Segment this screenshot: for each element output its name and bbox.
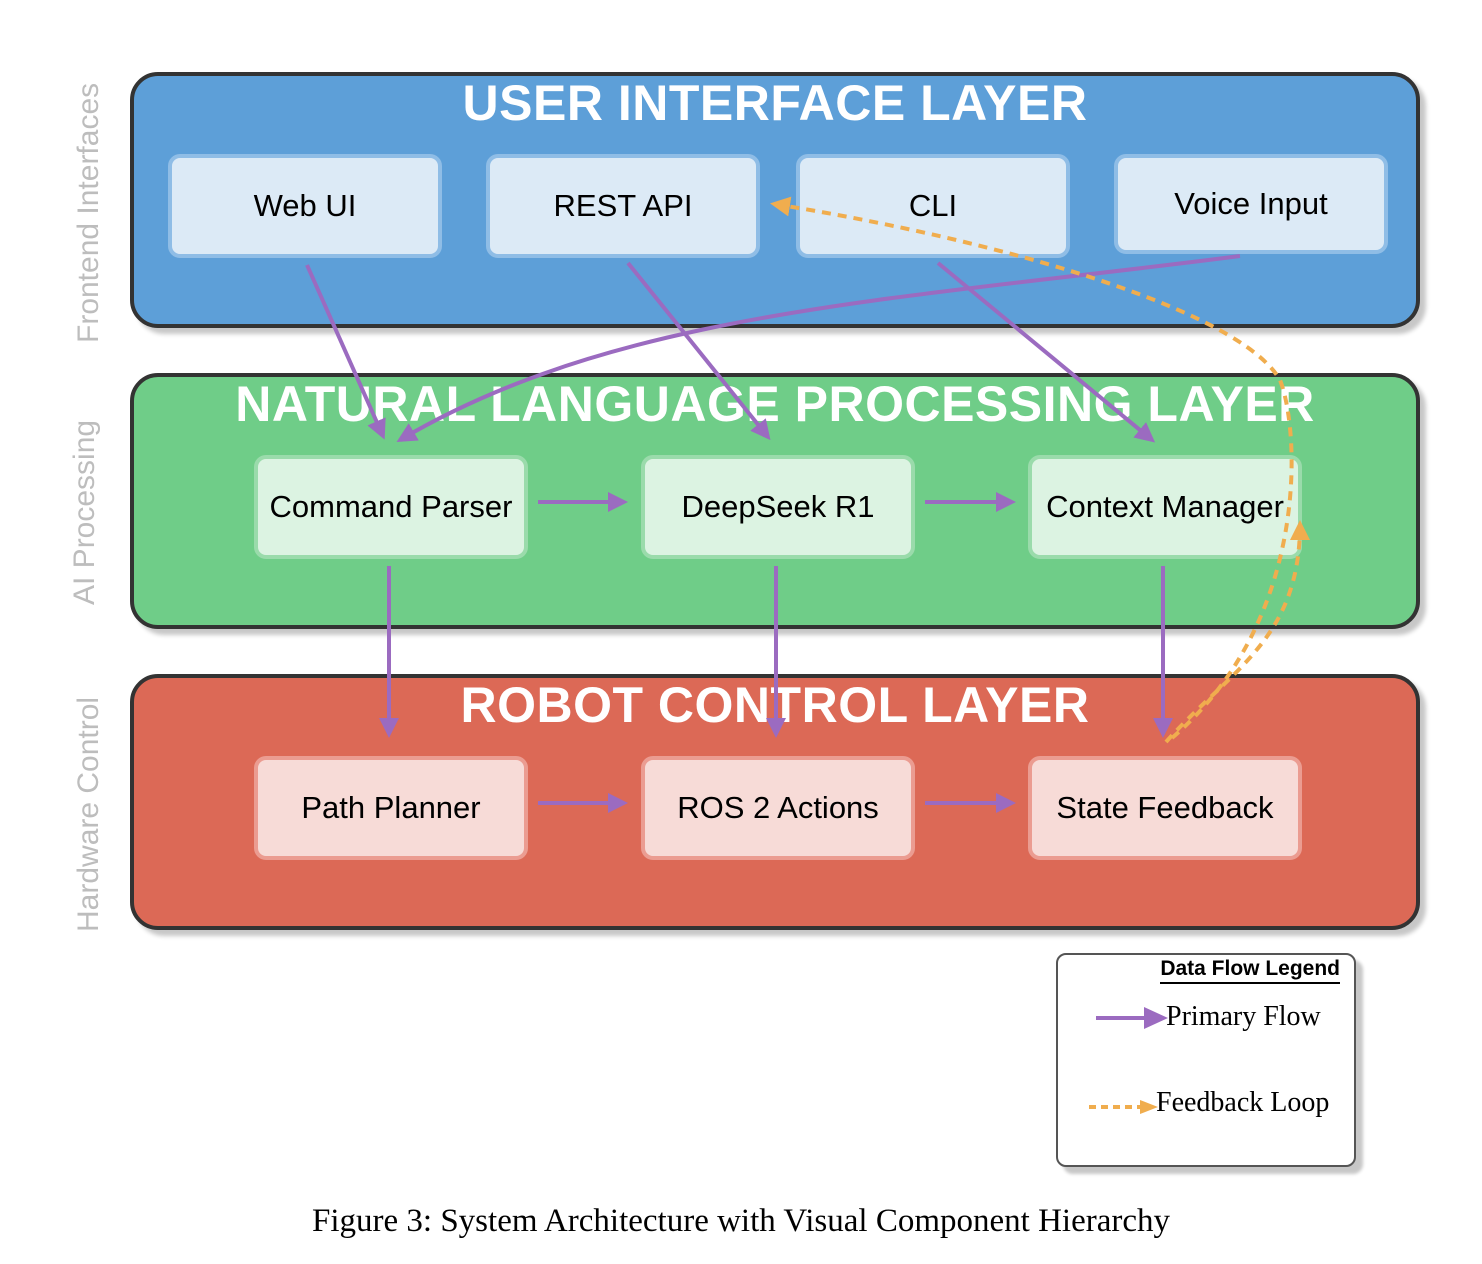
node-label: REST API [553, 188, 693, 223]
figure-caption: Figure 3: System Architecture with Visua… [312, 1203, 1170, 1239]
node-label: Web UI [253, 188, 357, 223]
node-ros2-actions: ROS 2 Actions [641, 756, 915, 860]
layer-title: USER INTERFACE LAYER [462, 75, 1088, 131]
node-cli: CLI [796, 154, 1070, 258]
layer-title: ROBOT CONTROL LAYER [460, 677, 1090, 733]
node-web-ui: Web UI [168, 154, 442, 258]
node-context-manager: Context Manager [1028, 455, 1302, 559]
side-label-hardware: Hardware Control [72, 696, 105, 932]
node-voice-input: Voice Input [1114, 154, 1388, 254]
node-label: Path Planner [301, 790, 481, 825]
layer-title: NATURAL LANGUAGE PROCESSING LAYER [235, 376, 1315, 432]
legend-feedback-label: Feedback Loop [1156, 1087, 1330, 1118]
legend-primary-label: Primary Flow [1166, 1001, 1321, 1032]
legend-title: Data Flow Legend [1160, 957, 1340, 984]
node-label: Voice Input [1174, 186, 1328, 221]
node-label: Context Manager [1046, 489, 1284, 524]
node-label: CLI [908, 188, 958, 223]
node-command-parser: Command Parser [254, 455, 528, 559]
primary-flow-arrow-icon [1096, 1007, 1168, 1029]
node-rest-api: REST API [486, 154, 760, 258]
node-deepseek-r1: DeepSeek R1 [641, 455, 915, 559]
node-label: ROS 2 Actions [677, 790, 879, 825]
node-label: State Feedback [1056, 790, 1274, 825]
node-label: Command Parser [269, 489, 513, 524]
node-path-planner: Path Planner [254, 756, 528, 860]
legend: Data Flow Legend Primary Flow Feedback L… [1056, 953, 1356, 1167]
feedback-loop-arrow-icon [1089, 1100, 1158, 1114]
robot-control-layer: ROBOT CONTROL LAYER Path Planner ROS 2 A… [130, 674, 1420, 930]
nlp-layer: NATURAL LANGUAGE PROCESSING LAYER Comman… [130, 373, 1420, 629]
node-state-feedback: State Feedback [1028, 756, 1302, 860]
node-label: DeepSeek R1 [681, 489, 875, 524]
side-label-frontend: Frontend Interfaces [72, 82, 105, 343]
user-interface-layer: USER INTERFACE LAYER Web UI REST API CLI… [130, 72, 1420, 328]
side-label-ai: AI Processing [68, 419, 101, 605]
